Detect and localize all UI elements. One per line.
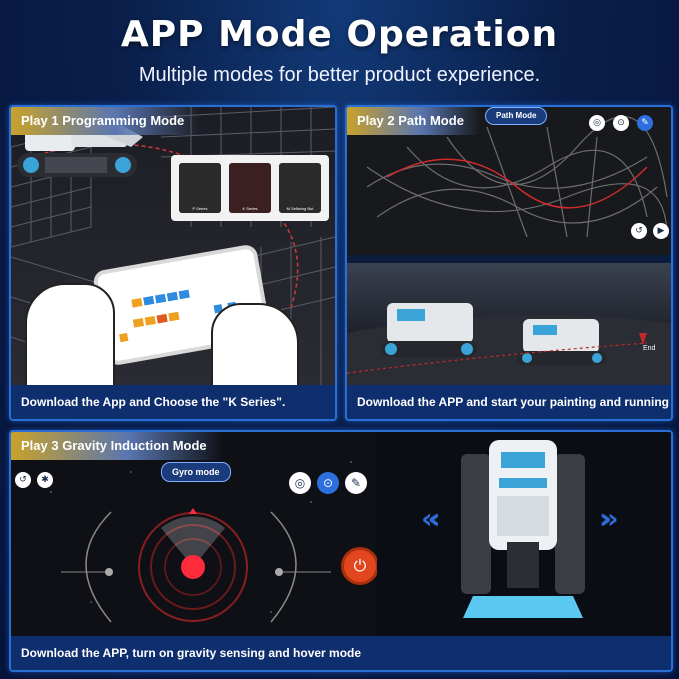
gamepad-icon[interactable]: ◎ [589, 115, 605, 131]
robots-running-scene: End [347, 263, 671, 385]
robot-front-image [461, 440, 585, 618]
play-icon[interactable]: ▶ [653, 223, 669, 239]
series-card[interactable]: M Selfwing Bot [279, 163, 321, 213]
path-icon[interactable]: ✎ [637, 115, 653, 131]
gyro-radar [50, 461, 352, 623]
mode-pill[interactable]: Gyro mode [161, 462, 231, 482]
path-icon[interactable]: ✎ [345, 472, 367, 494]
path-mode-panel: Path Mode ◎ ⊙ ✎ ↺ ▶ End Play 2 Pat [345, 105, 673, 421]
bluetooth-icon[interactable]: ✱ [37, 472, 53, 488]
page-title: APP Mode Operation [120, 14, 559, 55]
series-card[interactable]: P Series [179, 163, 221, 213]
robot-hover-scene: «‹ ›» [377, 432, 671, 636]
end-label: End [643, 345, 656, 352]
programming-mode-panel: P Series K Series M Selfwing Bot [9, 105, 337, 421]
undo-icon[interactable]: ↺ [631, 223, 647, 239]
back-icon[interactable]: ↺ [15, 472, 31, 488]
gamepad-icon[interactable]: ◎ [289, 472, 311, 494]
mode-pill[interactable]: Path Mode [485, 107, 548, 125]
panel-caption: Download the APP, turn on gravity sensin… [11, 636, 671, 670]
gyro-icon[interactable]: ⊙ [317, 472, 339, 494]
panel-tag: Play 2 Path Mode [347, 107, 480, 135]
page-subtitle: Multiple modes for better product experi… [138, 64, 541, 86]
panel-tag: Play 3 Gravity Induction Mode [11, 432, 223, 460]
panel-caption: Download the APP and start your painting… [347, 385, 671, 419]
left-hand [25, 283, 115, 387]
gravity-mode-panel: Gyro mode ↺ ✱ ◎ ⊙ ✎ ⏻ «‹ ›» Play 3 Gravi… [9, 430, 673, 672]
robots-image [347, 303, 671, 385]
right-arrows-icon: ›» [599, 502, 618, 535]
left-arrows-icon: «‹ [421, 502, 440, 535]
gyro-control-area[interactable]: Gyro mode ↺ ✱ ◎ ⊙ ✎ ⏻ [11, 432, 379, 636]
series-card-popup: P Series K Series M Selfwing Bot [171, 155, 329, 221]
right-hand [211, 303, 299, 389]
programming-scene: P Series K Series M Selfwing Bot [11, 107, 335, 389]
path-lines [366, 116, 668, 238]
panel-caption: Download the App and Choose the "K Serie… [11, 385, 335, 419]
gyro-icon[interactable]: ⊙ [613, 115, 629, 131]
power-button[interactable]: ⏻ [341, 547, 379, 585]
panel-tag: Play 1 Programming Mode [11, 107, 201, 135]
series-card-selected[interactable]: K Series [229, 163, 271, 213]
